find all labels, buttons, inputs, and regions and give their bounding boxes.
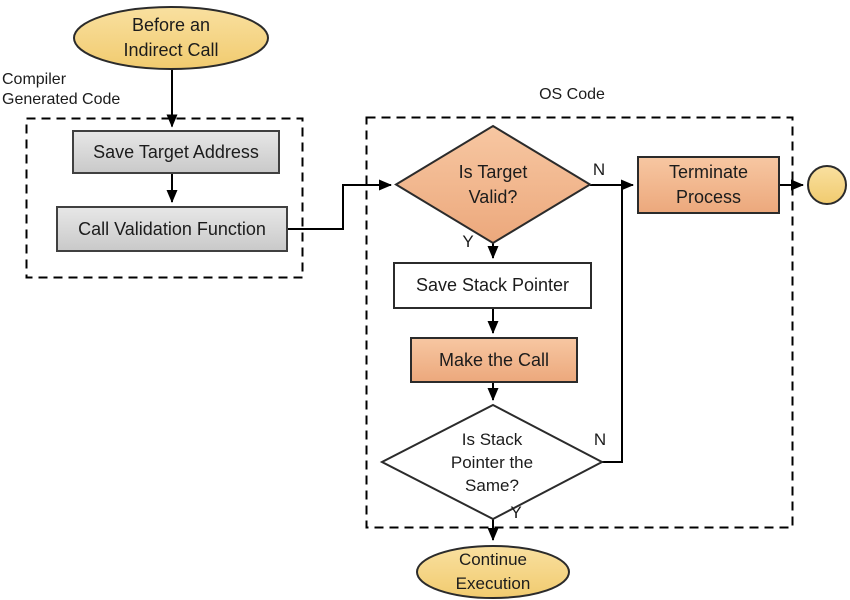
edge-call-validation-to-is-target-valid — [287, 179, 392, 230]
edge-stack-same-no-junction — [602, 186, 623, 463]
start-terminator-shape — [73, 6, 269, 70]
is-stack-same-decision-shape — [379, 403, 605, 521]
make-the-call-shape — [410, 337, 578, 383]
is-target-valid-decision-shape — [394, 124, 592, 245]
os-region-box — [365, 116, 794, 529]
call-validation-function-shape — [56, 206, 288, 252]
terminate-process-shape — [637, 156, 780, 214]
compiler-region-box — [25, 117, 304, 279]
continue-execution-shape — [416, 545, 570, 599]
save-stack-pointer-shape — [393, 262, 592, 309]
save-target-address-shape — [72, 130, 280, 174]
end-terminator-shape — [807, 165, 847, 205]
